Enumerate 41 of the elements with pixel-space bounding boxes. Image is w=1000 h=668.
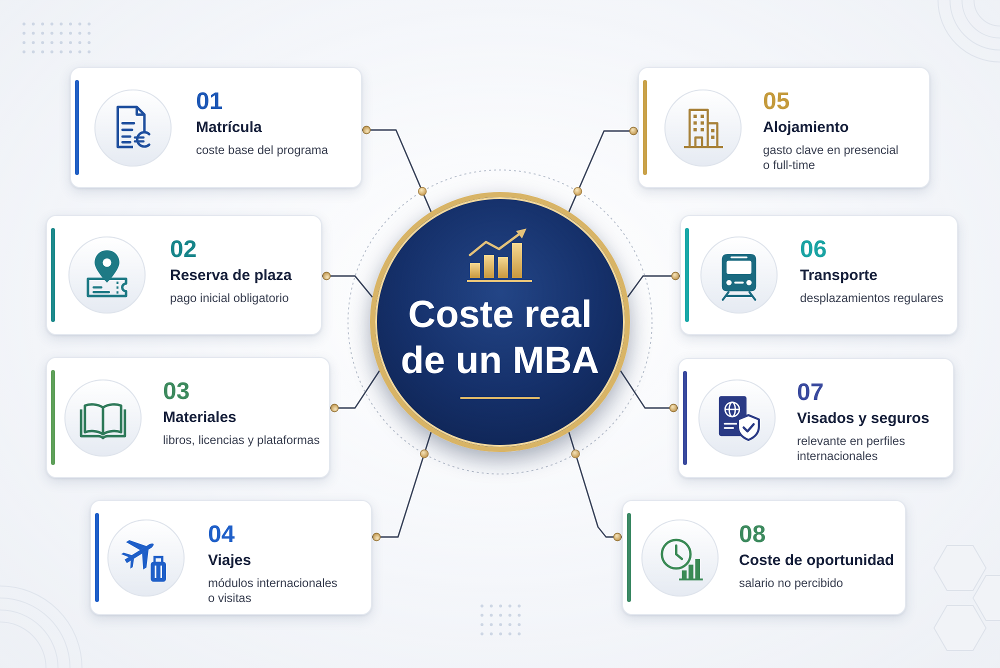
connector-line [620, 370, 678, 412]
hub-title: Coste real de un MBA [400, 293, 600, 384]
connector-line [372, 432, 432, 542]
info-card [622, 500, 906, 615]
info-card [678, 358, 954, 478]
step-number: 07 [797, 379, 824, 407]
card-description: salario no percibido [739, 576, 844, 591]
step-number: 03 [163, 378, 190, 406]
step-number: 04 [208, 521, 235, 549]
card-heading: Reserva de plaza [170, 267, 292, 285]
card-heading: Coste de oportunidad [739, 552, 894, 570]
card-description: coste base del programa [196, 143, 328, 158]
card-heading: Alojamiento [763, 119, 849, 137]
connector-line [568, 126, 638, 212]
card-heading: Matrícula [196, 119, 262, 137]
step-number: 08 [739, 521, 766, 549]
step-number: 02 [170, 236, 197, 264]
card-heading: Viajes [208, 552, 252, 570]
connector-line [568, 432, 622, 542]
connector-line [627, 272, 680, 298]
card-description: desplazamientos regulares [800, 291, 944, 306]
connector-line [322, 272, 373, 298]
card-heading: Transporte [800, 267, 878, 285]
card-description: relevante en perfiles internacionales [797, 434, 906, 464]
step-number: 01 [196, 88, 223, 116]
info-card [680, 215, 958, 335]
info-card [46, 215, 322, 335]
info-card [70, 67, 362, 188]
connector-line [362, 126, 432, 212]
connector-line [330, 370, 380, 412]
info-card [638, 67, 930, 188]
card-description: módulos internacionales o visitas [208, 576, 338, 606]
card-description: pago inicial obligatorio [170, 291, 289, 306]
card-heading: Visados y seguros [797, 410, 930, 428]
info-card [46, 357, 330, 478]
card-description: gasto clave en presencial o full-time [763, 143, 900, 173]
step-number: 05 [763, 88, 790, 116]
step-number: 06 [800, 236, 827, 264]
card-heading: Materiales [163, 409, 236, 427]
card-description: libros, licencias y plataformas [163, 433, 320, 448]
info-card [90, 500, 372, 615]
